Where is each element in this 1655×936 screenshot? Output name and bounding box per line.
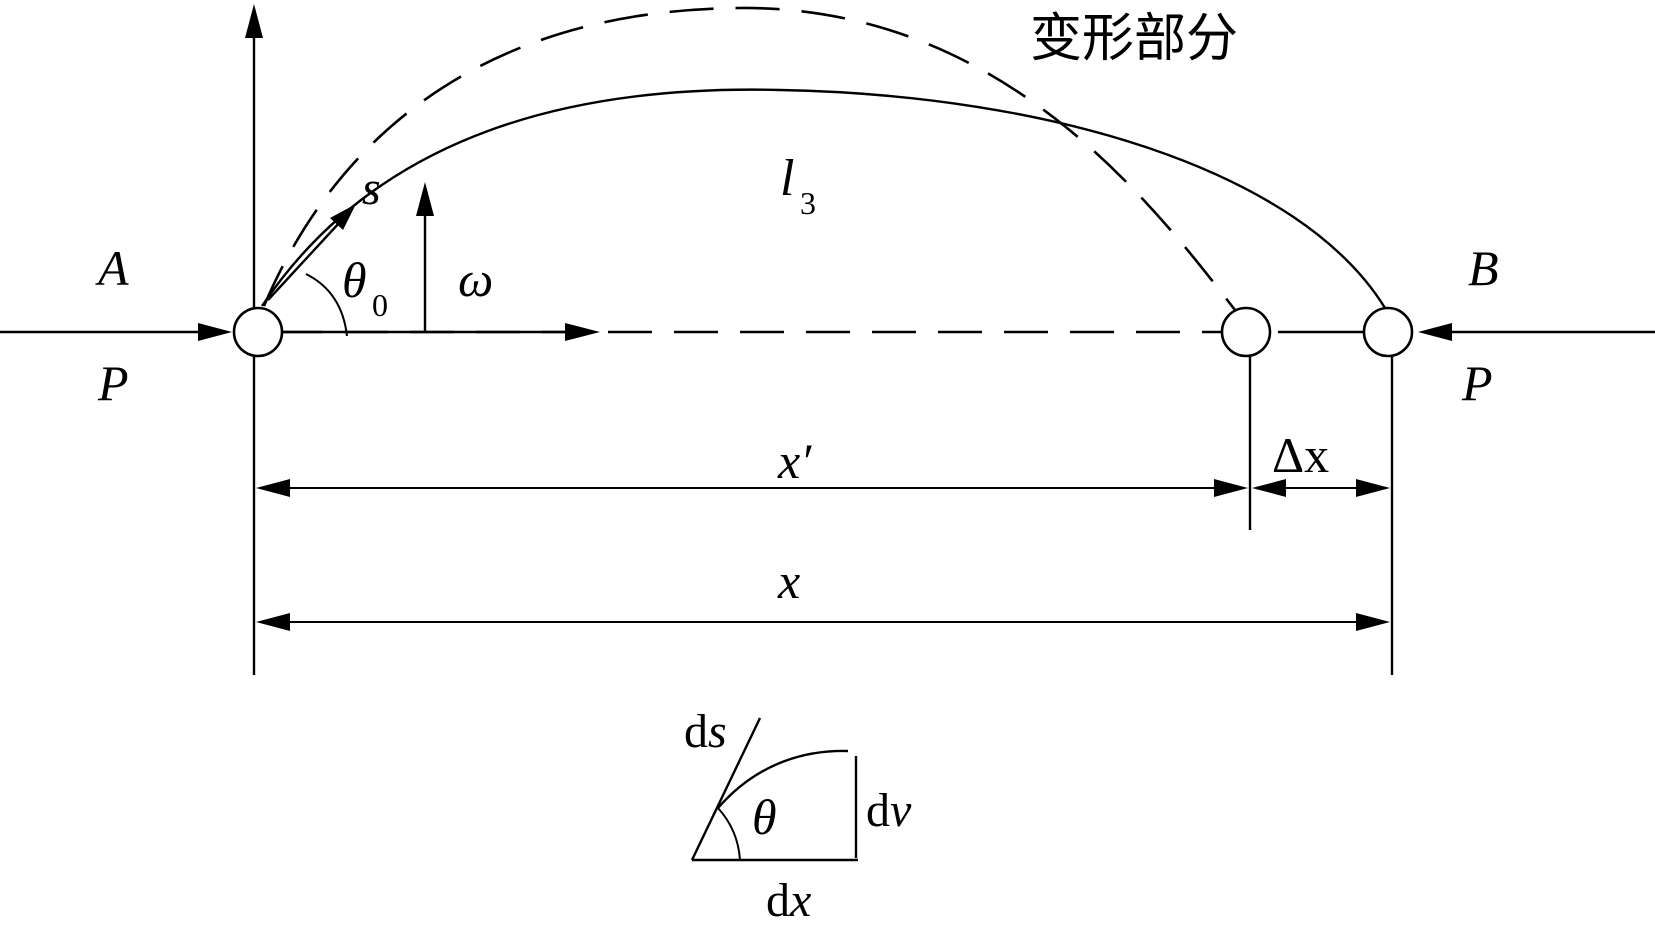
theta0-arc [305,273,348,337]
tangent-arrowhead-s [330,204,356,230]
label-deformed-part: 变形部分 [1030,9,1238,69]
label-theta0-subscript: 0 [372,287,388,323]
label-p-left: P [97,355,129,411]
dim-delta-x-arrow-right [1356,479,1390,497]
dim-x-prime-arrow-left [256,479,290,497]
label-dx: dx [766,874,811,927]
baseline-arrowhead [565,323,600,341]
pin-deformed [1220,306,1272,358]
deformed-curve [262,6,1237,311]
label-theta0: θ [342,252,367,308]
label-dv: dv [866,784,912,837]
dim-x-prime-arrow-right [1214,479,1248,497]
dim-x-arrow-left [256,613,290,631]
label-theta: θ [752,789,777,845]
label-a: A [95,240,129,296]
omega-arrowhead [416,182,434,216]
label-delta-x: Δx [1272,427,1329,483]
pin-a [232,306,284,358]
label-b: B [1468,240,1499,296]
label-s: s [362,162,381,215]
element-curve [717,749,849,809]
pin-b [1362,306,1414,358]
label-ds: ds [684,705,727,758]
force-arrowhead-left [198,323,232,341]
tangent-arrow-s [267,221,341,301]
label-x: x [777,553,800,609]
label-omega: ω [458,251,493,307]
vertical-axis-arrowhead [245,4,263,38]
dim-delta-x-arrow-left [1252,479,1286,497]
label-l-subscript: 3 [800,185,816,221]
label-x-prime: x′ [777,433,812,489]
element-ds-line [690,717,762,861]
label-p-right: P [1461,355,1493,411]
element-theta-arc [717,807,741,861]
force-arrowhead-right [1418,323,1452,341]
dim-x-arrow-right [1356,613,1390,631]
elastica-curve [261,88,1387,309]
label-l: l [780,150,794,207]
